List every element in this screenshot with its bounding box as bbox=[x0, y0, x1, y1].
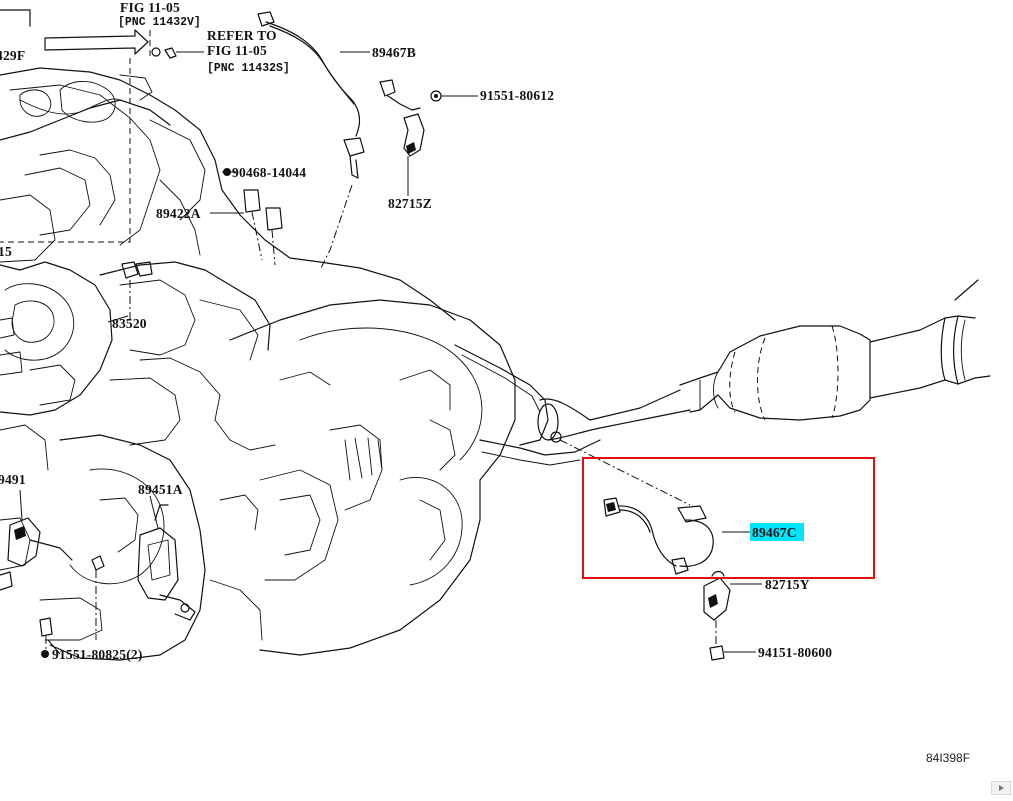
refer-to-line1: REFER TO bbox=[207, 28, 277, 43]
part-labels: FIG 11-05 [PNC 11432V] REFER TO FIG 11-0… bbox=[0, 0, 970, 765]
fig-ref-top-pnc: [PNC 11432V] bbox=[118, 16, 201, 29]
refer-to-line3: [PNC 11432S] bbox=[207, 62, 290, 75]
bolt-90468-drawing bbox=[243, 189, 283, 266]
bracket-82715z-drawing bbox=[379, 79, 442, 157]
part-label-89422a[interactable]: 89422A bbox=[156, 206, 201, 221]
part-label-91551-80825[interactable]: 91551-80825(2) bbox=[52, 647, 143, 662]
bracket-82715y-drawing bbox=[703, 570, 731, 661]
selection-box bbox=[582, 457, 875, 579]
sensor-9491-drawing bbox=[0, 517, 73, 591]
part-label-15[interactable]: 15 bbox=[0, 244, 12, 259]
part-label-94151-80600[interactable]: 94151-80600 bbox=[758, 645, 832, 660]
bolt-91551-80825-drawing bbox=[39, 555, 105, 650]
part-label-91551-80612[interactable]: 91551-80612 bbox=[480, 88, 554, 103]
chevron-right-icon[interactable] bbox=[991, 781, 1011, 795]
drawing-code: 84I398F bbox=[926, 751, 970, 765]
refer-to-line2: FIG 11-05 bbox=[207, 43, 267, 58]
part-label-89467c[interactable]: 89467C bbox=[752, 525, 797, 540]
part-label-89451a[interactable]: 89451A bbox=[138, 482, 183, 497]
bolt-83520-drawing bbox=[121, 261, 153, 320]
sensor-89451a-drawing bbox=[137, 504, 196, 621]
part-label-82715y[interactable]: 82715Y bbox=[765, 577, 810, 592]
fig-ref-top: FIG 11-05 bbox=[120, 0, 180, 15]
oxygen-sensor-b-drawing bbox=[257, 11, 365, 271]
bullet-dot bbox=[41, 650, 49, 658]
part-label-90468-14044[interactable]: 90468-14044 bbox=[232, 165, 306, 180]
part-label-89467b[interactable]: 89467B bbox=[372, 45, 416, 60]
part-label-429[interactable]: 429F bbox=[0, 48, 25, 63]
selected-label-highlight bbox=[750, 523, 804, 541]
figure-reference-drawing bbox=[0, 9, 204, 243]
part-label-9491[interactable]: 9491 bbox=[0, 472, 26, 487]
oxygen-sensor-c-drawing bbox=[559, 439, 714, 575]
bullet-dot bbox=[223, 168, 231, 176]
leader-lines bbox=[19, 51, 762, 655]
exhaust-pipe-drawing bbox=[537, 279, 991, 443]
part-label-83520[interactable]: 83520 bbox=[112, 316, 147, 331]
part-label-82715z[interactable]: 82715Z bbox=[388, 196, 432, 211]
engine-assembly-drawing bbox=[0, 67, 601, 661]
